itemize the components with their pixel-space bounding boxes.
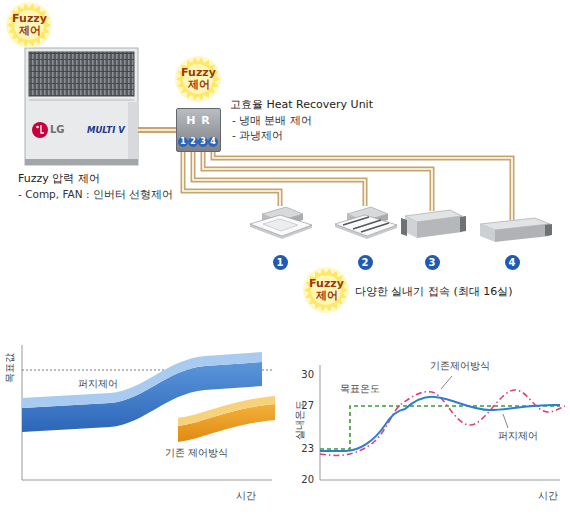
cassette-unit: 1 [244,206,316,272]
duct-unit: 3 [396,211,468,272]
refrigerant-pipe [138,130,176,131]
annotation-label: 퍼지제어 [498,430,538,442]
annotation-label: 고효율 Heat Recovery Unit [230,98,373,111]
pipe-gap [138,129,176,131]
axis-tick: 30 [301,369,314,381]
axis-tick: 23 [301,443,314,455]
pipe-outline [213,147,512,220]
annotation-label: 기존 제어방식 [165,447,228,459]
callout-number: 3 [425,255,440,270]
badge-star [7,3,51,46]
outdoor-unit: LG MULTI V [25,48,138,165]
badge-glow [6,2,52,48]
refrigerant-pipe [213,147,512,220]
port-number: 1 [178,137,188,147]
badge-text: Fuzzy 제어 [8,13,52,37]
annotation-label: 시간 [538,490,558,502]
badge-glow [303,267,349,313]
axis-title: 목표값 [4,353,16,383]
port-number: 2 [188,137,198,147]
callout-number: 1 [273,255,288,270]
annotation-label: - 냉매 분배 제어 [232,114,312,127]
unit-label: MULTI V [87,125,125,135]
duct-unit: 4 [476,220,548,272]
callout-number: 4 [210,138,216,146]
callout-number: 2 [358,255,373,270]
unit-label: H R [177,114,220,127]
unit-label: LG [50,124,65,135]
annotation-label: 시간 [236,490,256,502]
annotation-label: 목표온도 [340,383,380,395]
fuzzy-badge: Fuzzy 제어 [175,56,222,102]
annotation-label: - Comp, FAN : 인버터 선형제어 [18,188,173,201]
callout-number: 1 [180,138,186,146]
port-number: 4 [208,137,218,147]
badge-text: Fuzzy 제어 [305,278,349,302]
callout-number: 4 [505,255,520,270]
annotation-label: Fuzzy 압력 제어 [18,172,100,185]
annotation-label: 기존제어방식 [430,360,490,372]
callout-number: 2 [190,138,196,146]
cassette-unit: 2 [329,206,401,272]
cassette-drawing [250,207,312,239]
pipe-gap [213,147,512,220]
fuzzy-badge: Fuzzy 제어 [303,267,350,313]
pipe-group [138,130,512,220]
temperature-chart [320,365,565,480]
annotation-label: - 과냉제어 [232,129,283,142]
axis-tick: 20 [301,474,314,486]
badge-glow [175,56,221,102]
pipe-outline [138,127,176,133]
badge-star [176,57,220,100]
outdoor-unit-drawing [25,48,138,165]
port-number: 3 [198,137,208,147]
heat-recovery-unit: H R 1234 [176,108,221,152]
duct-unit-drawing [480,218,552,242]
badge-text: Fuzzy 제어 [177,67,221,91]
comparison-chart [22,345,275,480]
axis-title: 실내온도 [294,400,306,440]
annotation-label: 다양한 실내기 접속 (최대 16실) [355,285,513,298]
cassette-drawing [335,207,397,239]
annotation-label: 퍼지제어 [78,378,118,390]
callout-number: 3 [200,138,206,146]
duct-unit-drawing [401,210,466,238]
fuzzy-badge: Fuzzy 제어 [6,2,53,48]
badge-star [304,268,348,311]
